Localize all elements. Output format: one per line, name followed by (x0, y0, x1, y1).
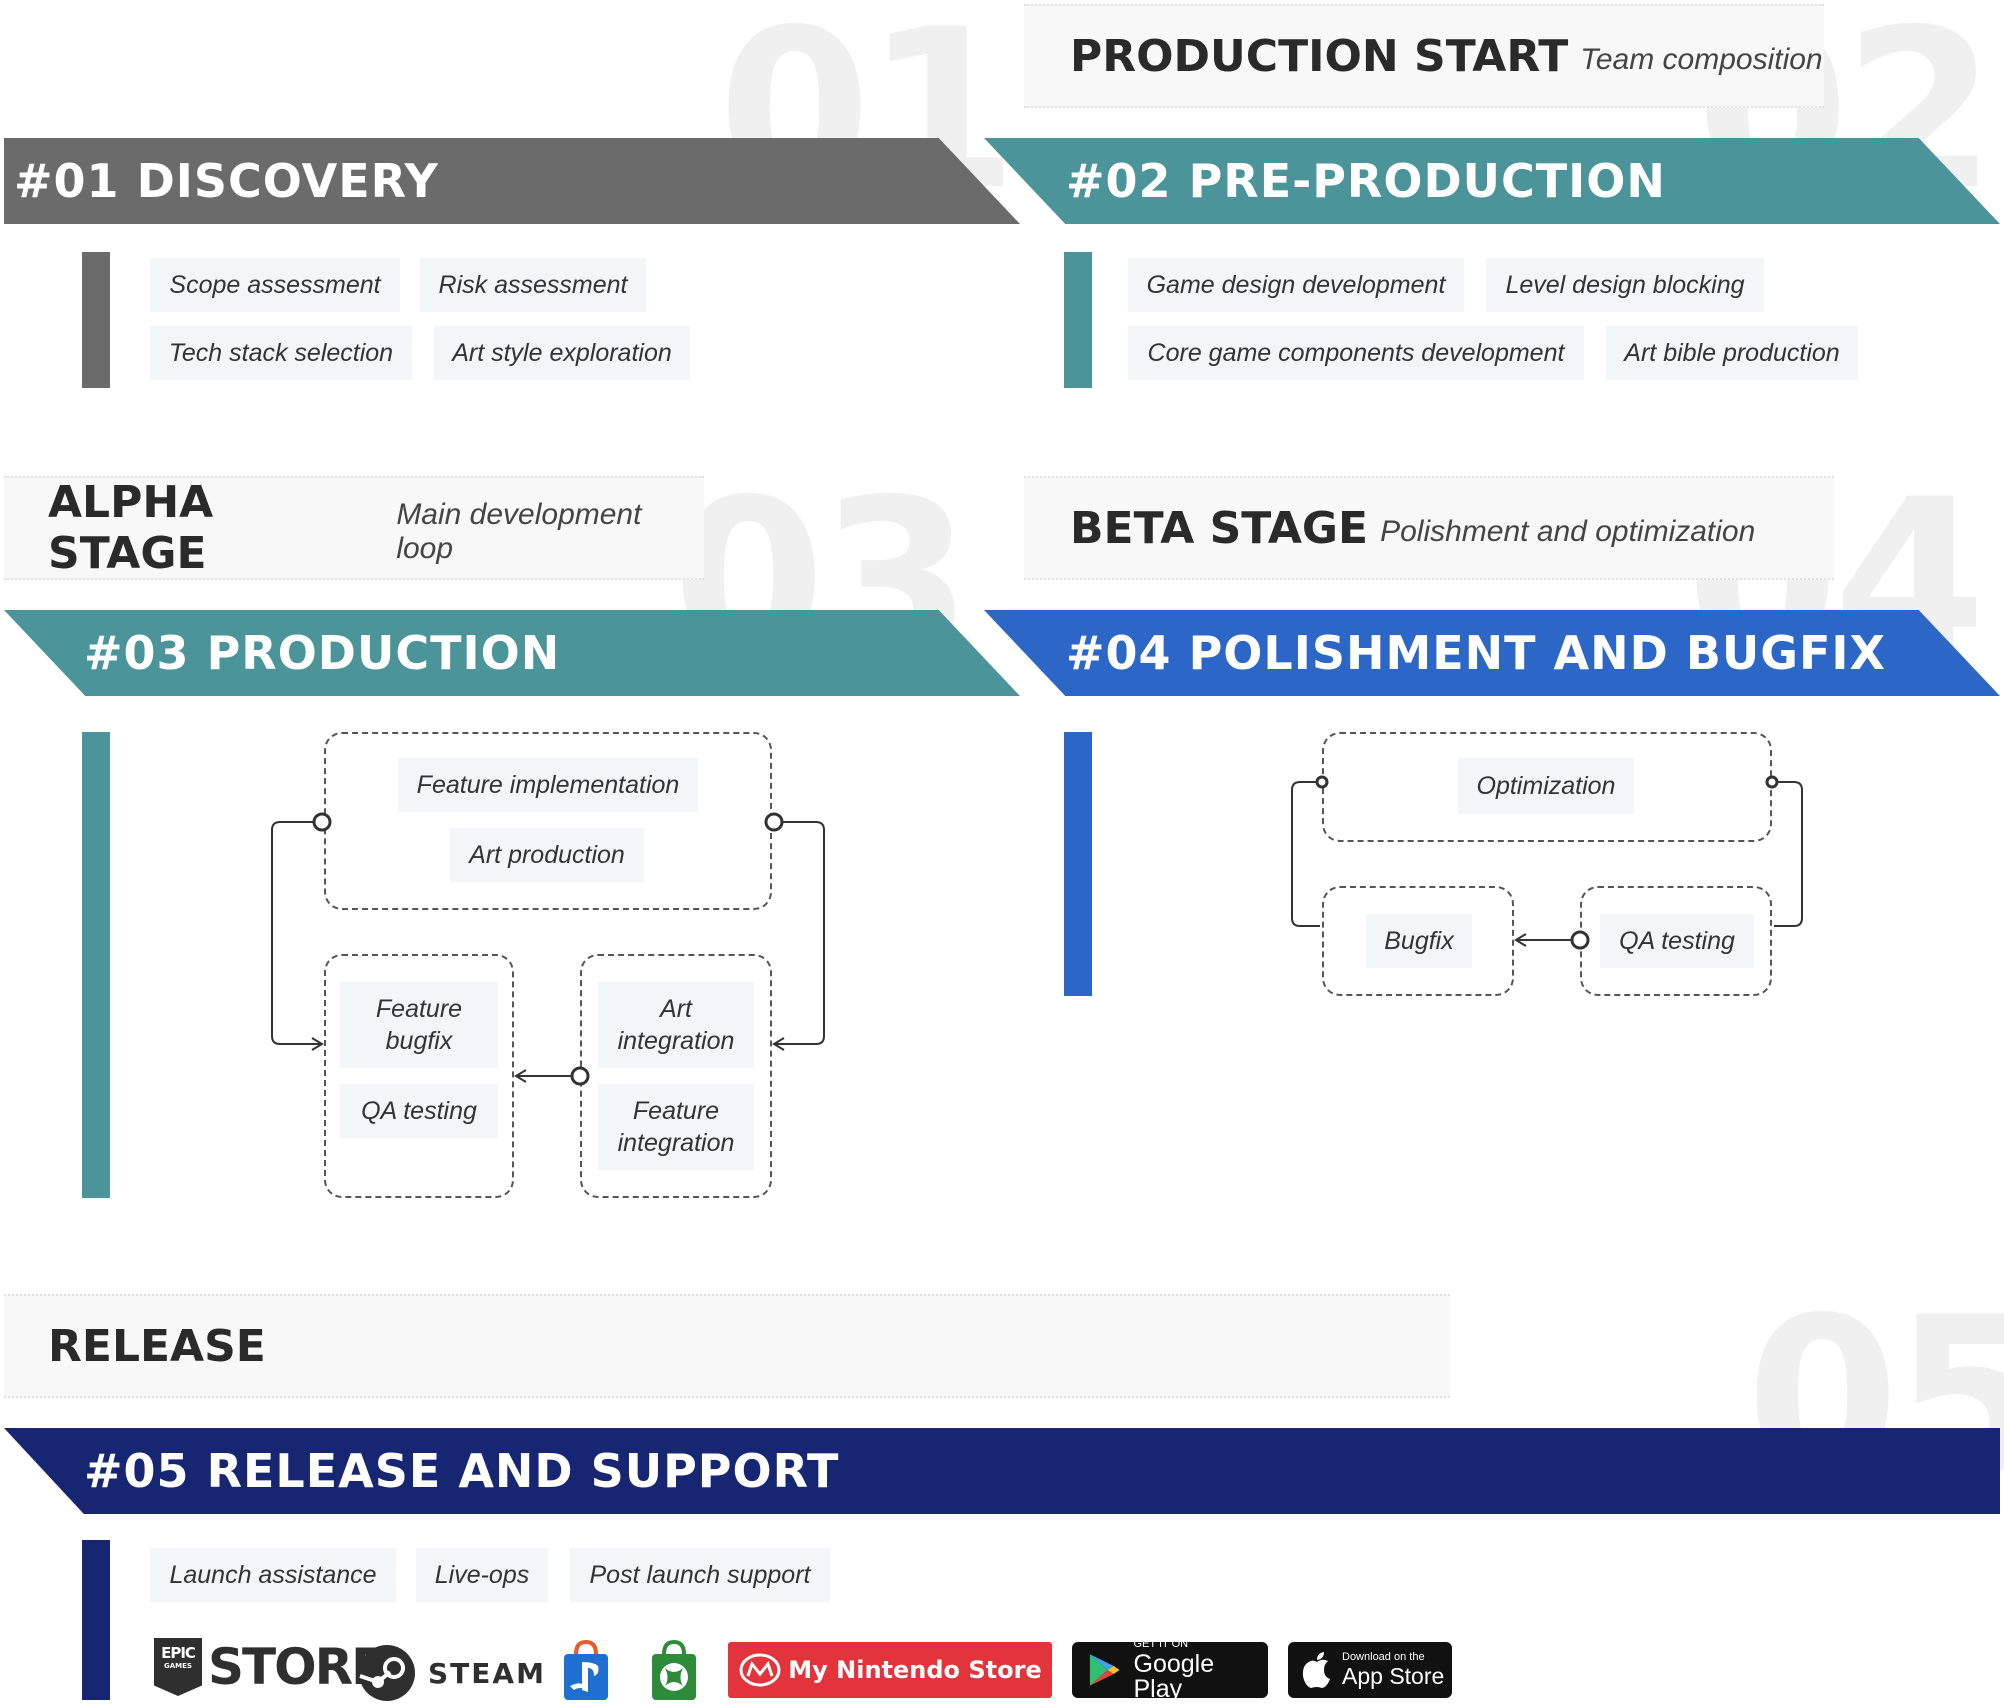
connector-node (1570, 930, 1590, 950)
stage-production-start: PRODUCTION START Team composition (1024, 4, 1824, 108)
epic-games-icon: EPIC GAMES (154, 1638, 202, 1696)
google-play-text: GET IT ON Google Play (1133, 1637, 1269, 1703)
preproduction-side-bar (1064, 252, 1092, 388)
apple-icon (1302, 1652, 1330, 1688)
get-it-on-label: GET IT ON (1133, 1637, 1189, 1650)
discovery-side-bar (82, 252, 110, 388)
banner-title: #05 RELEASE AND SUPPORT (84, 1444, 840, 1498)
store-label: STORE (208, 1638, 385, 1696)
app-store-logo: Download on the App Store (1288, 1642, 1452, 1698)
task-launch-assistance: Launch assistance (150, 1548, 396, 1602)
my-nintendo-store-logo: My Nintendo Store (728, 1642, 1052, 1698)
stage-subtitle: Polishment and optimization (1380, 515, 1756, 548)
task-game-design-development: Game design development (1128, 258, 1464, 312)
steam-icon (359, 1645, 415, 1701)
connector-node (764, 812, 784, 832)
stage-name: ALPHA STAGE (48, 477, 214, 579)
task-qa-testing-polishment: QA testing (1600, 914, 1754, 968)
games-label: GAMES (164, 1662, 192, 1670)
task-art-integration: Art integration (598, 982, 754, 1068)
banner-title: #04 POLISHMENT AND BUGFIX (1066, 626, 1887, 680)
stage-subtitle: Main development loop (396, 498, 642, 565)
task-feature-bugfix: Feature bugfix (340, 982, 498, 1068)
stage-name: RELEASE (48, 1320, 266, 1372)
connector-node (570, 1066, 590, 1086)
app-store-label: App Store (1342, 1663, 1445, 1689)
stage-alpha: ALPHA STAGE Main development loop (4, 476, 704, 580)
release-side-bar (82, 1540, 110, 1700)
production-bottom-left-box (324, 954, 514, 1198)
banner-title: #03 PRODUCTION (84, 626, 561, 680)
arrow-head (772, 1037, 785, 1051)
banner-release: #05 RELEASE AND SUPPORT (4, 1428, 2000, 1514)
banner-title: #02 PRE-PRODUCTION (1066, 154, 1666, 208)
banner-preproduction: #02 PRE-PRODUCTION (984, 138, 2000, 224)
task-qa-testing-production: QA testing (340, 1084, 498, 1138)
task-art-production: Art production (450, 828, 644, 882)
polishment-bottom-left-box (1322, 886, 1514, 996)
task-risk-assessment: Risk assessment (420, 258, 646, 312)
banner-polishment: #04 POLISHMENT AND BUGFIX (984, 610, 2000, 696)
epic-label: EPIC (161, 1644, 196, 1662)
connector-optimization-to-bugfix (1291, 781, 1320, 927)
task-bugfix: Bugfix (1366, 914, 1472, 968)
my-nintendo-icon (739, 1653, 781, 1687)
task-post-launch-support: Post launch support (570, 1548, 830, 1602)
connector-node (312, 812, 332, 832)
google-play-label: Google Play (1133, 1649, 1215, 1703)
playstation-store-logo (560, 1638, 612, 1702)
connector-top-to-integration (776, 821, 825, 1045)
banner-title: #01 DISCOVERY (14, 154, 439, 208)
xbox-store-logo (648, 1638, 700, 1702)
stage-release: RELEASE (4, 1294, 1450, 1398)
connector-node (1765, 775, 1779, 789)
task-tech-stack-selection: Tech stack selection (150, 326, 412, 380)
download-on-label: Download on the (1342, 1651, 1425, 1663)
playstation-store-icon (564, 1639, 608, 1700)
connector-node (1315, 775, 1329, 789)
task-feature-implementation: Feature implementation (398, 758, 698, 812)
task-live-ops: Live-ops (416, 1548, 548, 1602)
epic-games-store-logo: EPIC GAMES STORE (154, 1638, 385, 1696)
banner-discovery: #01 DISCOVERY (4, 138, 1020, 224)
production-side-bar (82, 732, 110, 1198)
google-play-logo: GET IT ON Google Play (1072, 1638, 1268, 1701)
stage-name: PRODUCTION START (1070, 30, 1569, 82)
task-feature-integration: Feature integration (598, 1084, 754, 1170)
stage-name: BETA STAGE (1070, 502, 1369, 554)
stage-beta: BETA STAGE Polishment and optimization (1024, 476, 1834, 580)
task-level-design-blocking: Level design blocking (1486, 258, 1764, 312)
app-store-text: Download on the App Store (1342, 1652, 1444, 1688)
steam-label: STEAM (428, 1656, 546, 1690)
banner-production: #03 PRODUCTION (4, 610, 1020, 696)
arrow-head (1514, 933, 1527, 947)
my-nintendo-store-label: My Nintendo Store (788, 1656, 1042, 1684)
task-optimization: Optimization (1458, 758, 1634, 814)
google-play-icon (1089, 1654, 1120, 1686)
stage-subtitle: Team composition (1580, 43, 1823, 76)
connector-top-to-bugfix (271, 821, 320, 1045)
task-art-style-exploration: Art style exploration (434, 326, 690, 380)
steam-logo: STEAM (358, 1644, 546, 1702)
task-art-bible-production: Art bible production (1606, 326, 1858, 380)
connector-optimization-to-qa (1774, 781, 1803, 927)
task-core-game-components-development: Core game components development (1128, 326, 1584, 380)
arrow-head (311, 1037, 324, 1051)
arrow-head (514, 1069, 527, 1083)
polishment-side-bar (1064, 732, 1092, 996)
xbox-store-icon (652, 1639, 696, 1700)
task-scope-assessment: Scope assessment (150, 258, 400, 312)
